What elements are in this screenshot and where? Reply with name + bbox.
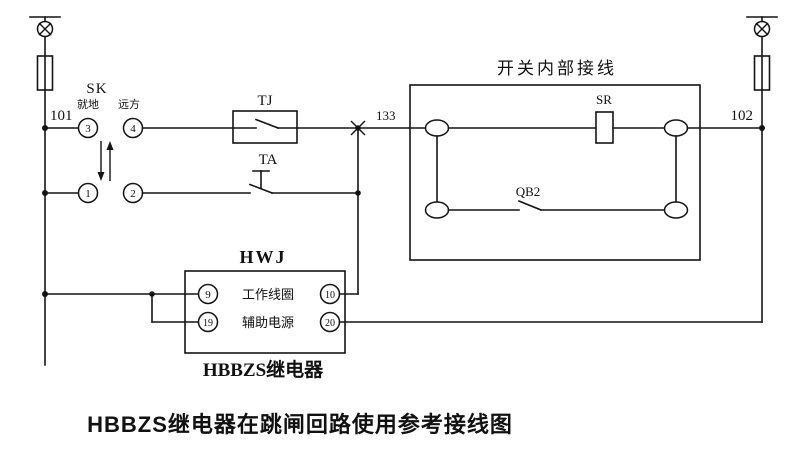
box-terminal [424,119,450,137]
terminal-9-number: 9 [205,289,211,301]
left-bus: 101 [29,16,73,366]
box-terminal [663,201,689,219]
terminal-2-number: 2 [130,188,136,200]
tj-contact: TJ [232,93,427,144]
right-bus: 102 [731,16,778,323]
sk-pos-remote-label: 远方 [118,97,140,111]
box-terminal [663,119,689,137]
ta-label: TA [259,152,278,168]
terminal-1 [77,182,99,204]
terminal-9 [197,283,219,305]
sk-label: SK [86,81,107,97]
bus-left-label: 101 [50,108,73,124]
fuse-icon [36,55,54,91]
terminal-10-number: 10 [325,290,335,301]
node-133: 133 [350,108,396,295]
relay-caption: HBBZS继电器 [203,358,324,381]
node-133-label: 133 [376,108,396,123]
terminal-20-number: 20 [325,318,335,329]
terminal-3 [77,117,99,139]
tj-label: TJ [258,93,273,109]
diagram-title: HBBZS继电器在跳闸回路使用参考接线图 [87,412,513,437]
hwj-relay-box: HWJ 9 工作线圈 10 19 辅助电源 20 HBBZS继电器 [44,247,763,381]
sk-switch: SK 就地 远方 3 4 1 2 [44,81,251,204]
terminal-3-number: 3 [85,123,91,135]
sk-pos-local-label: 就地 [77,97,99,111]
terminal-19-number: 19 [203,318,213,329]
bus-right-label: 102 [731,108,754,124]
qb2-label: QB2 [516,184,541,199]
switch-box-title: 开关内部接线 [497,59,617,78]
fuse-icon [753,55,771,91]
working-coil-label: 工作线圈 [242,287,294,302]
switch-internal-box: 开关内部接线 SR QB2 [409,59,763,261]
sr-element [595,111,614,144]
hwj-label: HWJ [239,247,286,267]
aux-power-label: 辅助电源 [242,315,294,330]
terminal-1-number: 1 [85,188,91,200]
box-terminal [424,201,450,219]
terminal-4-number: 4 [130,123,136,135]
sr-label: SR [596,92,612,107]
ta-button: TA [248,152,359,195]
terminal-19 [197,311,219,333]
